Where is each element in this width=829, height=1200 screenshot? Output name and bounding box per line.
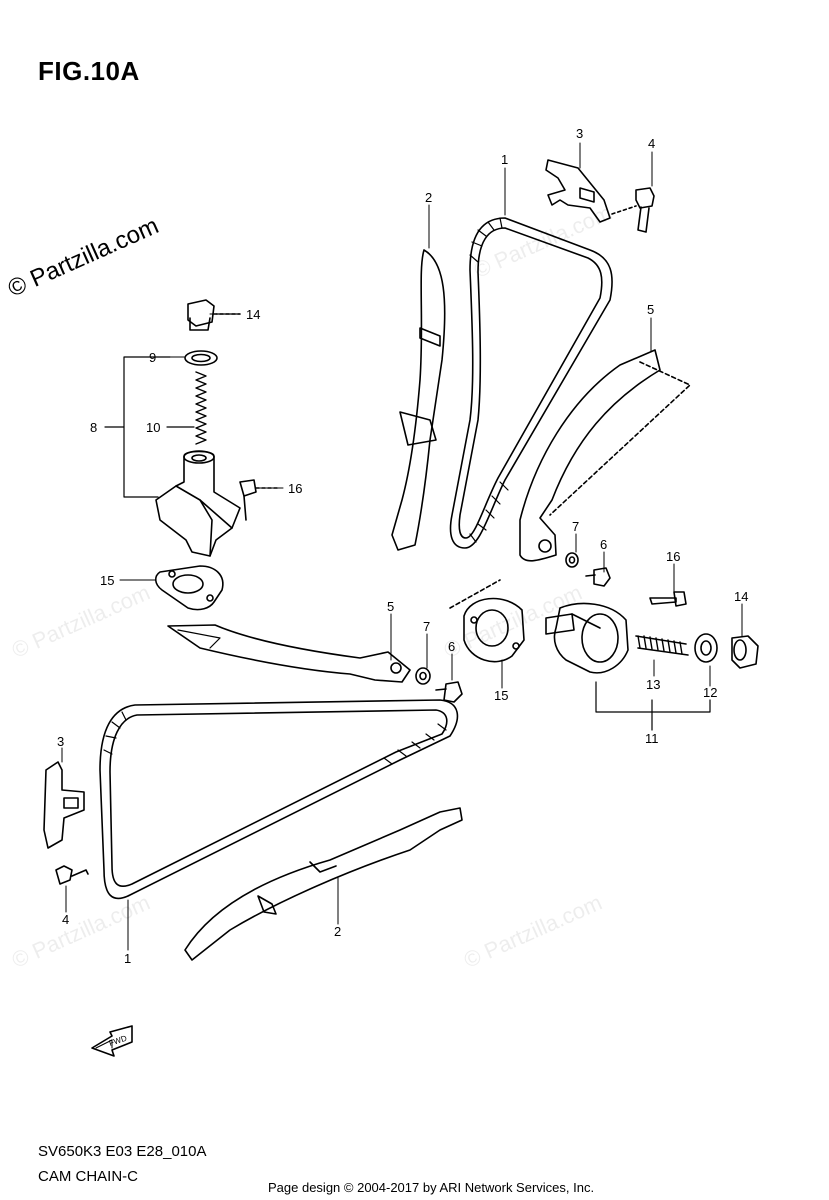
gasket-9: [184, 350, 218, 366]
callout-13[interactable]: 13: [646, 677, 660, 692]
callout-1-low[interactable]: 1: [124, 951, 131, 966]
callout-14-right[interactable]: 14: [734, 589, 748, 604]
model-code: SV650K3 E03 E28_010A: [38, 1143, 207, 1160]
callout-11[interactable]: 11: [645, 731, 659, 746]
section-name: CAM CHAIN-C: [38, 1168, 138, 1185]
callout-9[interactable]: 9: [149, 350, 156, 365]
callout-5-mid[interactable]: 5: [387, 599, 394, 614]
gasket-15-mid: [449, 579, 525, 663]
callout-4-top[interactable]: 4: [648, 136, 655, 151]
callout-6-right[interactable]: 6: [600, 537, 607, 552]
bracket-11-lines: [595, 681, 711, 731]
callout-16-left[interactable]: 16: [288, 481, 302, 496]
tensioner-body-left: [155, 450, 241, 557]
callout-12[interactable]: 12: [703, 685, 717, 700]
bracket-8-lines: [104, 313, 241, 498]
chain-tensioner-guide-upper: [519, 349, 691, 562]
callout-7-mid[interactable]: 7: [423, 619, 430, 634]
callout-8[interactable]: 8: [90, 420, 97, 435]
gasket-15-left: [154, 565, 224, 611]
callout-3-top[interactable]: 3: [576, 126, 583, 141]
callout-1-top[interactable]: 1: [501, 152, 508, 167]
washer-7-mid: [415, 667, 431, 685]
plug-14-right: [731, 635, 759, 669]
callout-5-top[interactable]: 5: [647, 302, 654, 317]
callout-14-left[interactable]: 14: [246, 307, 260, 322]
chain-guide-bracket-upper: [545, 159, 611, 223]
washer-12: [694, 633, 718, 663]
fwd-arrow-icon: [91, 1025, 133, 1057]
bolt-6-mid: [435, 681, 463, 703]
cam-chain-guide-upper: [391, 249, 446, 551]
cam-chain-upper: [449, 217, 613, 549]
spring-13: [635, 635, 689, 656]
callout-6-mid[interactable]: 6: [448, 639, 455, 654]
cam-chain-lower: [99, 699, 459, 900]
tensioner-body-right: [545, 602, 629, 674]
leader-lines: [61, 142, 743, 951]
callout-2-top[interactable]: 2: [425, 190, 432, 205]
plug-14-left: [187, 299, 241, 331]
callout-15-mid[interactable]: 15: [494, 688, 508, 703]
figure-title: FIG.10A: [38, 56, 140, 86]
callout-10[interactable]: 10: [146, 420, 160, 435]
bolt-upper: [611, 187, 655, 233]
page-footer: Page design © 2004-2017 by ARI Network S…: [268, 1180, 595, 1195]
callout-15-left[interactable]: 15: [100, 573, 114, 588]
callout-3-low[interactable]: 3: [57, 734, 64, 749]
bolt-16-left: [239, 479, 281, 521]
part-number-labels: 1 2 3 4 5 6 7 8 9 10 14 15 16 5 7 6 15 1…: [57, 126, 748, 1048]
callout-2-low[interactable]: 2: [334, 924, 341, 939]
callout-16-right[interactable]: 16: [666, 549, 680, 564]
callout-7-right[interactable]: 7: [572, 519, 579, 534]
washer-7-right: [565, 552, 579, 568]
spring-10: [195, 371, 207, 445]
chain-guide-bracket-lower: [43, 761, 85, 849]
callout-4-low[interactable]: 4: [62, 912, 69, 927]
bolt-6-right: [585, 567, 611, 587]
cam-chain-guide-lower: [184, 807, 463, 961]
chain-tensioner-guide-mid: [167, 624, 411, 683]
bolt-16-right: [649, 591, 687, 607]
bolt-lower: [55, 865, 89, 885]
